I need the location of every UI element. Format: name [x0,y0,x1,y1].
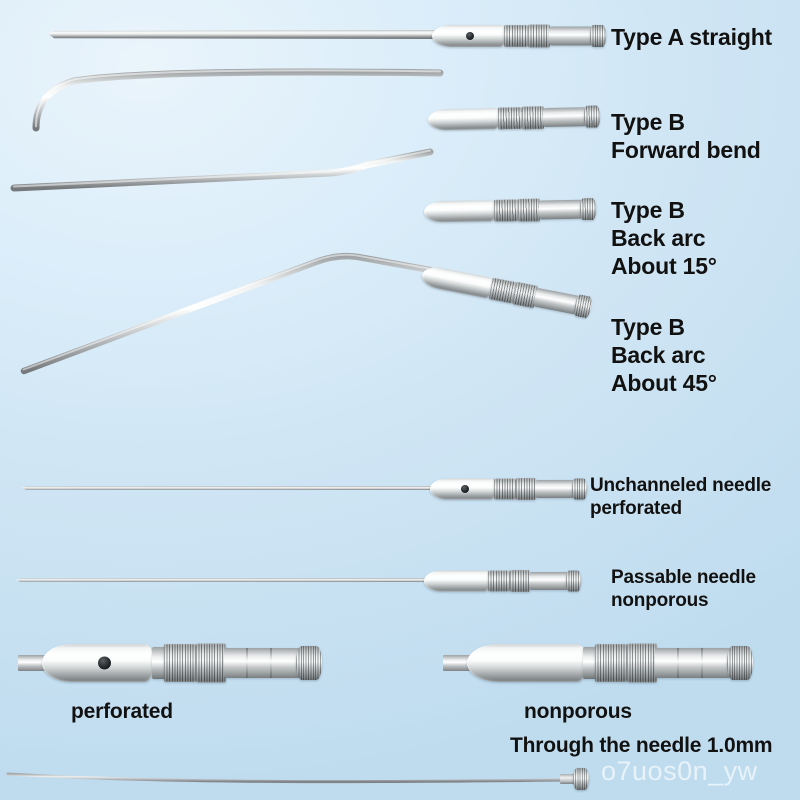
hub-collar [152,647,166,679]
hub-tapered-body [542,107,588,128]
row-label-type-b-back-arc-45: Type B Back arc About 45° [611,314,717,397]
hub-end-cap [579,197,597,221]
hub-paddle [423,200,497,223]
thin-needle-hub [560,766,600,792]
hub-end-cap [572,478,587,500]
hub-knurled-band [164,644,196,682]
hub-tapered-body [655,648,731,678]
hub-body-ring [246,648,248,678]
watermark-text: o7uos0n_yw [601,756,758,786]
hub-body-ring [270,648,272,678]
hub-tapered-body [538,199,584,220]
hub-end-cap [727,646,753,680]
hub-paddle [424,570,490,592]
hub-knurled-band [488,570,510,592]
hub-tapered-body [549,26,593,46]
hub-knurled-band [493,199,519,222]
hub-collar [583,647,597,679]
hub-end-cap [566,570,581,592]
hub-tapered-body [224,648,300,678]
detail-hub-assembly [18,640,338,686]
hub-knurled-band [627,643,657,683]
row-label-passable-nonporous: Passable needle nonporous [611,567,756,612]
hub-knurled-band [504,25,528,47]
needle-shaft [22,486,434,490]
hub-knurled-band [196,643,226,683]
row-label-unchanneled-perforated: Unchanneled needle perforated [590,475,772,520]
hub-knurled-band [510,570,530,592]
hub-body-ring [677,648,679,678]
bottom-note-label: Through the needle 1.0mm [510,734,773,757]
row-label-type-b-back-arc-15: Type B Back arc About 15° [611,197,717,280]
hub-knurled-band [528,24,550,48]
hub-tapered-body [533,287,580,315]
hub-knurled-band [521,106,545,130]
row-label-type-a-straight: Type A straight [611,24,772,50]
detail-hub-assembly [443,640,763,686]
hub-paddle [467,644,587,682]
detail-label-nonporous: nonporous [524,700,632,723]
needle-hub-assembly [430,474,590,504]
hub-hole-icon [466,32,474,40]
needle-hub-assembly [432,20,612,52]
hub-body-ring [701,648,703,678]
hub-knurled-band [497,107,523,130]
needle-shaft-curved [20,252,434,375]
hub-tapered-body [535,480,575,498]
hub-knurled-band [494,478,516,500]
needle-shaft [16,578,428,582]
hub-stub-tube [443,655,471,671]
hub-end-cap [573,293,593,319]
hub-paddle [427,107,501,131]
hub-knurled-band [516,478,536,500]
needle-shaft-curved [32,68,444,132]
hub-end-cap [583,105,601,128]
needle-hub-assembly [427,100,609,136]
hub-stub-tube [18,655,46,671]
hub-end-cap [590,25,606,47]
needle-hub-assembly [423,193,605,228]
row-label-type-b-forward-bend: Type B Forward bend [611,109,761,164]
needle-shaft [48,30,438,39]
hub-tapered-body [529,572,569,590]
hub-stem [560,774,576,784]
hub-end-cap [296,646,322,680]
detail-label-perforated: perforated [71,700,173,723]
needle-shaft-curved [10,148,434,192]
thin-needle-wire [6,772,568,784]
needle-hub-assembly [424,566,584,596]
hub-hole-icon [461,485,469,493]
hub-mushroom-cap [573,768,589,790]
hub-knurled-band [595,644,627,682]
hub-knurled-band [517,198,541,222]
hub-hole-icon [98,656,111,670]
